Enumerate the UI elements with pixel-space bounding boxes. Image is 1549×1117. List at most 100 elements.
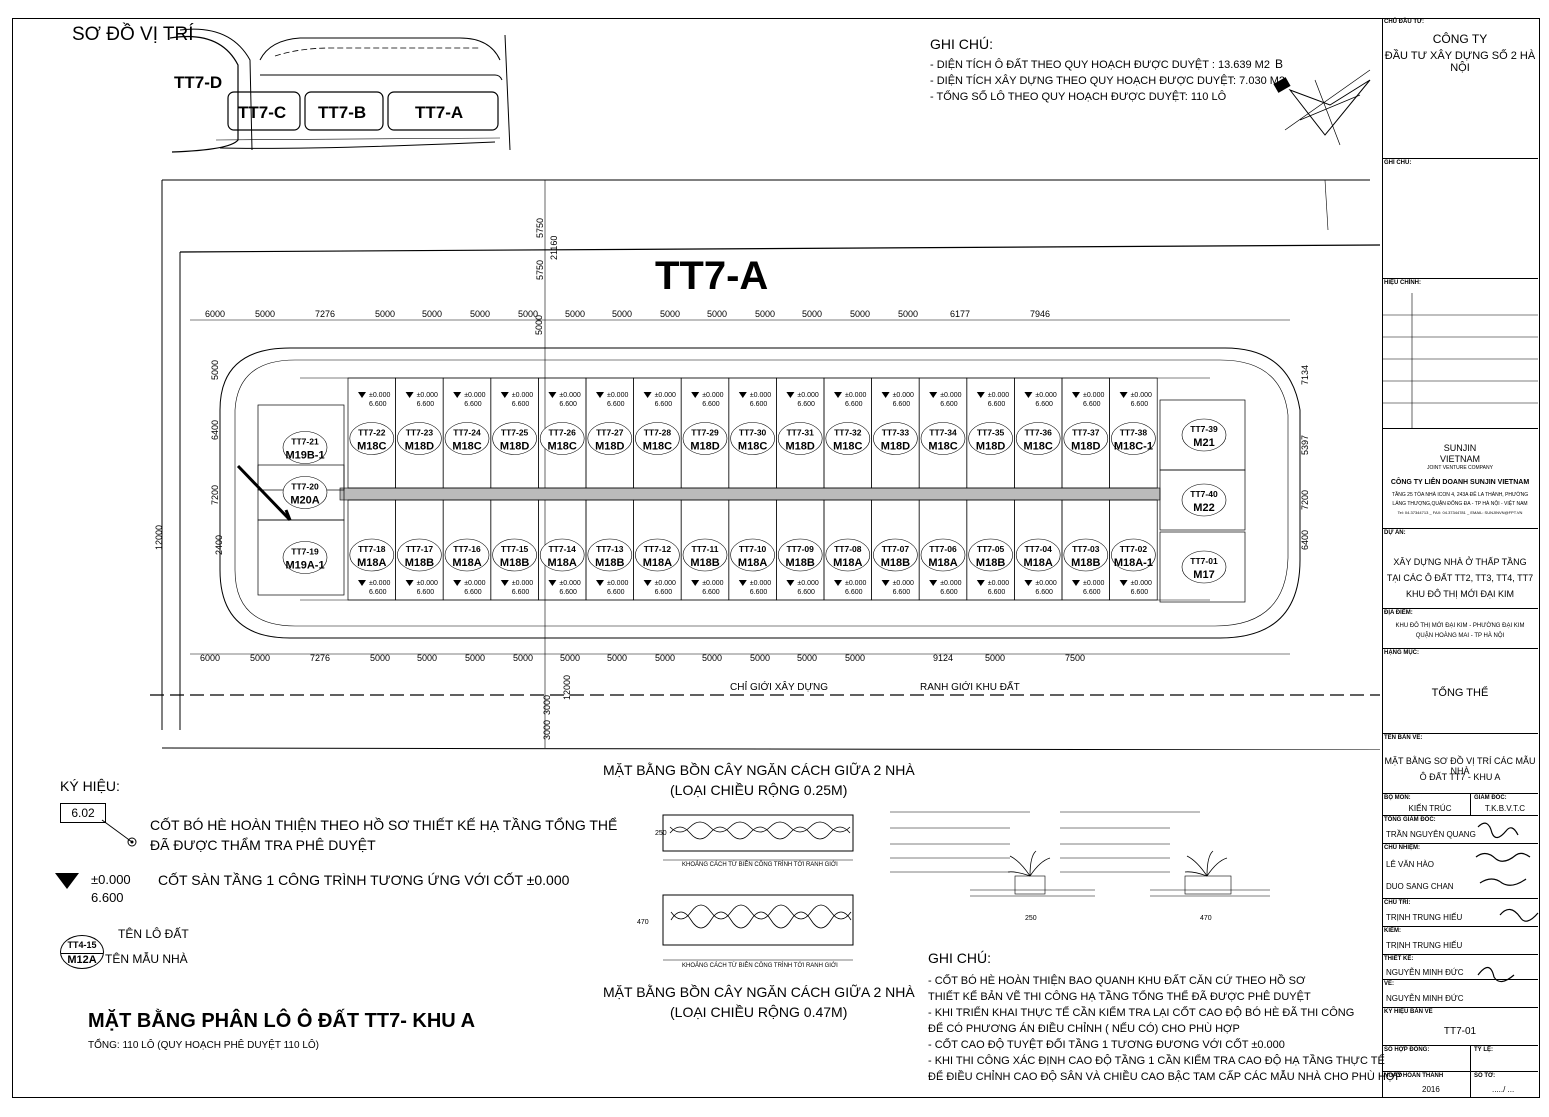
level-triangle-icon (1072, 580, 1080, 586)
lot-marker (920, 538, 966, 572)
bottom-dimension-label: 5000 (465, 653, 485, 663)
tb-sheet-label: SỐ TỜ: (1474, 1073, 1496, 1079)
tb-company-name: CÔNG TY LIÊN DOANH SUNJIN VIETNAM (1390, 479, 1530, 486)
vertical-dimension-label: 7200 (1300, 490, 1310, 510)
house-model: M18C (928, 441, 957, 453)
lot-marker (920, 422, 966, 455)
top-dimension-label: 5000 (565, 309, 585, 319)
lot-level-sub: 6.600 (1131, 589, 1149, 596)
top-dimension-label: 5000 (898, 309, 918, 319)
tb-company-addr: Tel: 04.37344713 _ FAX: 04.37344781 _ EM… (1397, 510, 1523, 515)
lot-level-value: ±0.000 (750, 580, 771, 587)
house-model: M18C-1 (1114, 441, 1153, 453)
tb-location-1: KHU ĐÔ THỊ MỚI ĐẠI KIM - PHƯỜNG ĐẠI KIM (1395, 623, 1525, 629)
house-model: M18A (738, 557, 767, 569)
boundary-site-line-label: RANH GIỚI KHU ĐẤT (920, 682, 1020, 693)
lot-code: TT7-22 (358, 428, 386, 438)
lot-marker (282, 541, 328, 574)
tb-chair: TRỊNH TRUNG HIẾU (1386, 913, 1463, 922)
lot-code: TT7-17 (406, 544, 434, 554)
planter-2-drawing: 470 (637, 894, 854, 961)
legend-level-bottom: 6.600 (91, 890, 124, 905)
lot-code: TT7-32 (834, 428, 862, 438)
level-triangle-icon (1072, 392, 1080, 398)
house-model: M18C (357, 441, 386, 453)
bottom-dimension-label: 5000 (845, 653, 865, 663)
tb-investor-label: CHỦ ĐẦU TƯ: (1384, 19, 1424, 25)
house-model: M18A (928, 557, 957, 569)
tb-contract-label: SỐ HỢP ĐỒNG: (1384, 1047, 1430, 1053)
lot-marker (635, 422, 680, 455)
lot-cell (1109, 499, 1158, 601)
lot-code: TT7-21 (291, 437, 319, 447)
level-triangle-icon (834, 392, 842, 398)
lot-level-sub: 6.600 (464, 589, 482, 596)
level-triangle-icon (738, 392, 747, 398)
house-model: M18D (1071, 441, 1100, 453)
lot-marker (587, 422, 633, 455)
signature-marks (1475, 822, 1539, 983)
tb-drawing-1: MẶT BẰNG SƠ ĐỒ VỊ TRÍ CÁC MẪU NHÀ (1384, 756, 1536, 776)
vertical-dimension-label: 5750 (535, 260, 545, 280)
planter-1-caption: KHOẢNG CÁCH TỪ BIÊN CÔNG TRÌNH TỚI RANH … (682, 862, 838, 868)
end-lot-cell (1159, 531, 1246, 603)
lot-marker (873, 538, 918, 572)
top-dimension-label: 5000 (802, 309, 822, 319)
level-triangle-icon (976, 392, 985, 398)
tb-check: TRỊNH TRUNG HIẾU (1386, 941, 1463, 950)
tb-supervisor-label: GIÁM ĐỐC: (1474, 795, 1507, 801)
lot-marker (539, 538, 585, 572)
location-diagram: TT7-D TT7-C TT7-B TT7-A (169, 28, 511, 153)
north-compass-icon: B (1273, 57, 1371, 146)
house-model: M18A (1024, 557, 1053, 569)
legend-level-top: ±0.000 (91, 872, 131, 887)
planter-2-dim: 470 (637, 919, 649, 926)
level-triangle-icon (596, 580, 604, 586)
tb-director: TRẦN NGUYÊN QUANG (1386, 830, 1476, 839)
bottom-dimension-label: 5000 (985, 653, 1005, 663)
lot-level-sub: 6.600 (655, 401, 673, 408)
lot-marker (444, 422, 490, 455)
lot-level-value: ±0.000 (702, 580, 723, 587)
house-model: M18A (452, 557, 481, 569)
lot-level-sub: 6.600 (512, 401, 530, 408)
tb-draw: NGUYỄN MINH ĐỨC (1386, 994, 1464, 1003)
bottom-dimension-label: 5000 (250, 653, 270, 663)
lot-code: TT7-19 (291, 547, 319, 557)
lot-marker (492, 538, 537, 572)
house-model: M18A (357, 557, 386, 569)
level-triangle-icon (1119, 392, 1128, 398)
legend-lot-label: TÊN LÔ ĐẤT (118, 927, 189, 941)
lot-level-sub: 6.600 (1083, 589, 1101, 596)
bottom-dimension-label: 5000 (370, 653, 390, 663)
lot-level-value: ±0.000 (893, 392, 914, 399)
house-model: M20A (290, 495, 319, 507)
boundary-build-line-label: CHỈ GIỚI XÂY DỰNG (730, 682, 829, 693)
bottom-note-line: ĐỂ ĐIỀU CHỈNH CAO ĐỘ SÂN VÀ CHIỀU CAO BẬ… (928, 1071, 1403, 1083)
lot-marker (1111, 538, 1156, 572)
lot-level-sub: 6.600 (988, 589, 1006, 596)
lot-marker (825, 538, 871, 572)
lot-level-value: ±0.000 (1035, 392, 1056, 399)
lot-marker (635, 538, 680, 572)
lot-marker (1015, 538, 1061, 572)
level-triangle-icon (1119, 580, 1128, 586)
vertical-dimension-label: 12000 (562, 675, 572, 700)
tb-chair-label: CHỦ TRÌ: (1384, 900, 1411, 906)
top-dimension-label: 6000 (205, 309, 225, 319)
lot-code: TT7-05 (977, 544, 1005, 554)
tb-revision-label: HIỆU CHỈNH: (1384, 280, 1421, 286)
house-model: M18B (786, 557, 815, 569)
location-block-d: TT7-D (174, 73, 222, 92)
top-dimension-label: 5000 (422, 309, 442, 319)
lot-code: TT7-01 (1190, 556, 1218, 566)
level-triangle-icon (1024, 580, 1033, 586)
lot-code: TT7-25 (501, 428, 529, 438)
end-lot-cell (257, 519, 345, 596)
lot-level-value: ±0.000 (607, 580, 628, 587)
lot-level-sub: 6.600 (559, 401, 577, 408)
lot-marker (397, 538, 442, 572)
lot-marker (873, 422, 918, 455)
house-model: M18A (833, 557, 862, 569)
level-triangle-icon (358, 580, 366, 586)
